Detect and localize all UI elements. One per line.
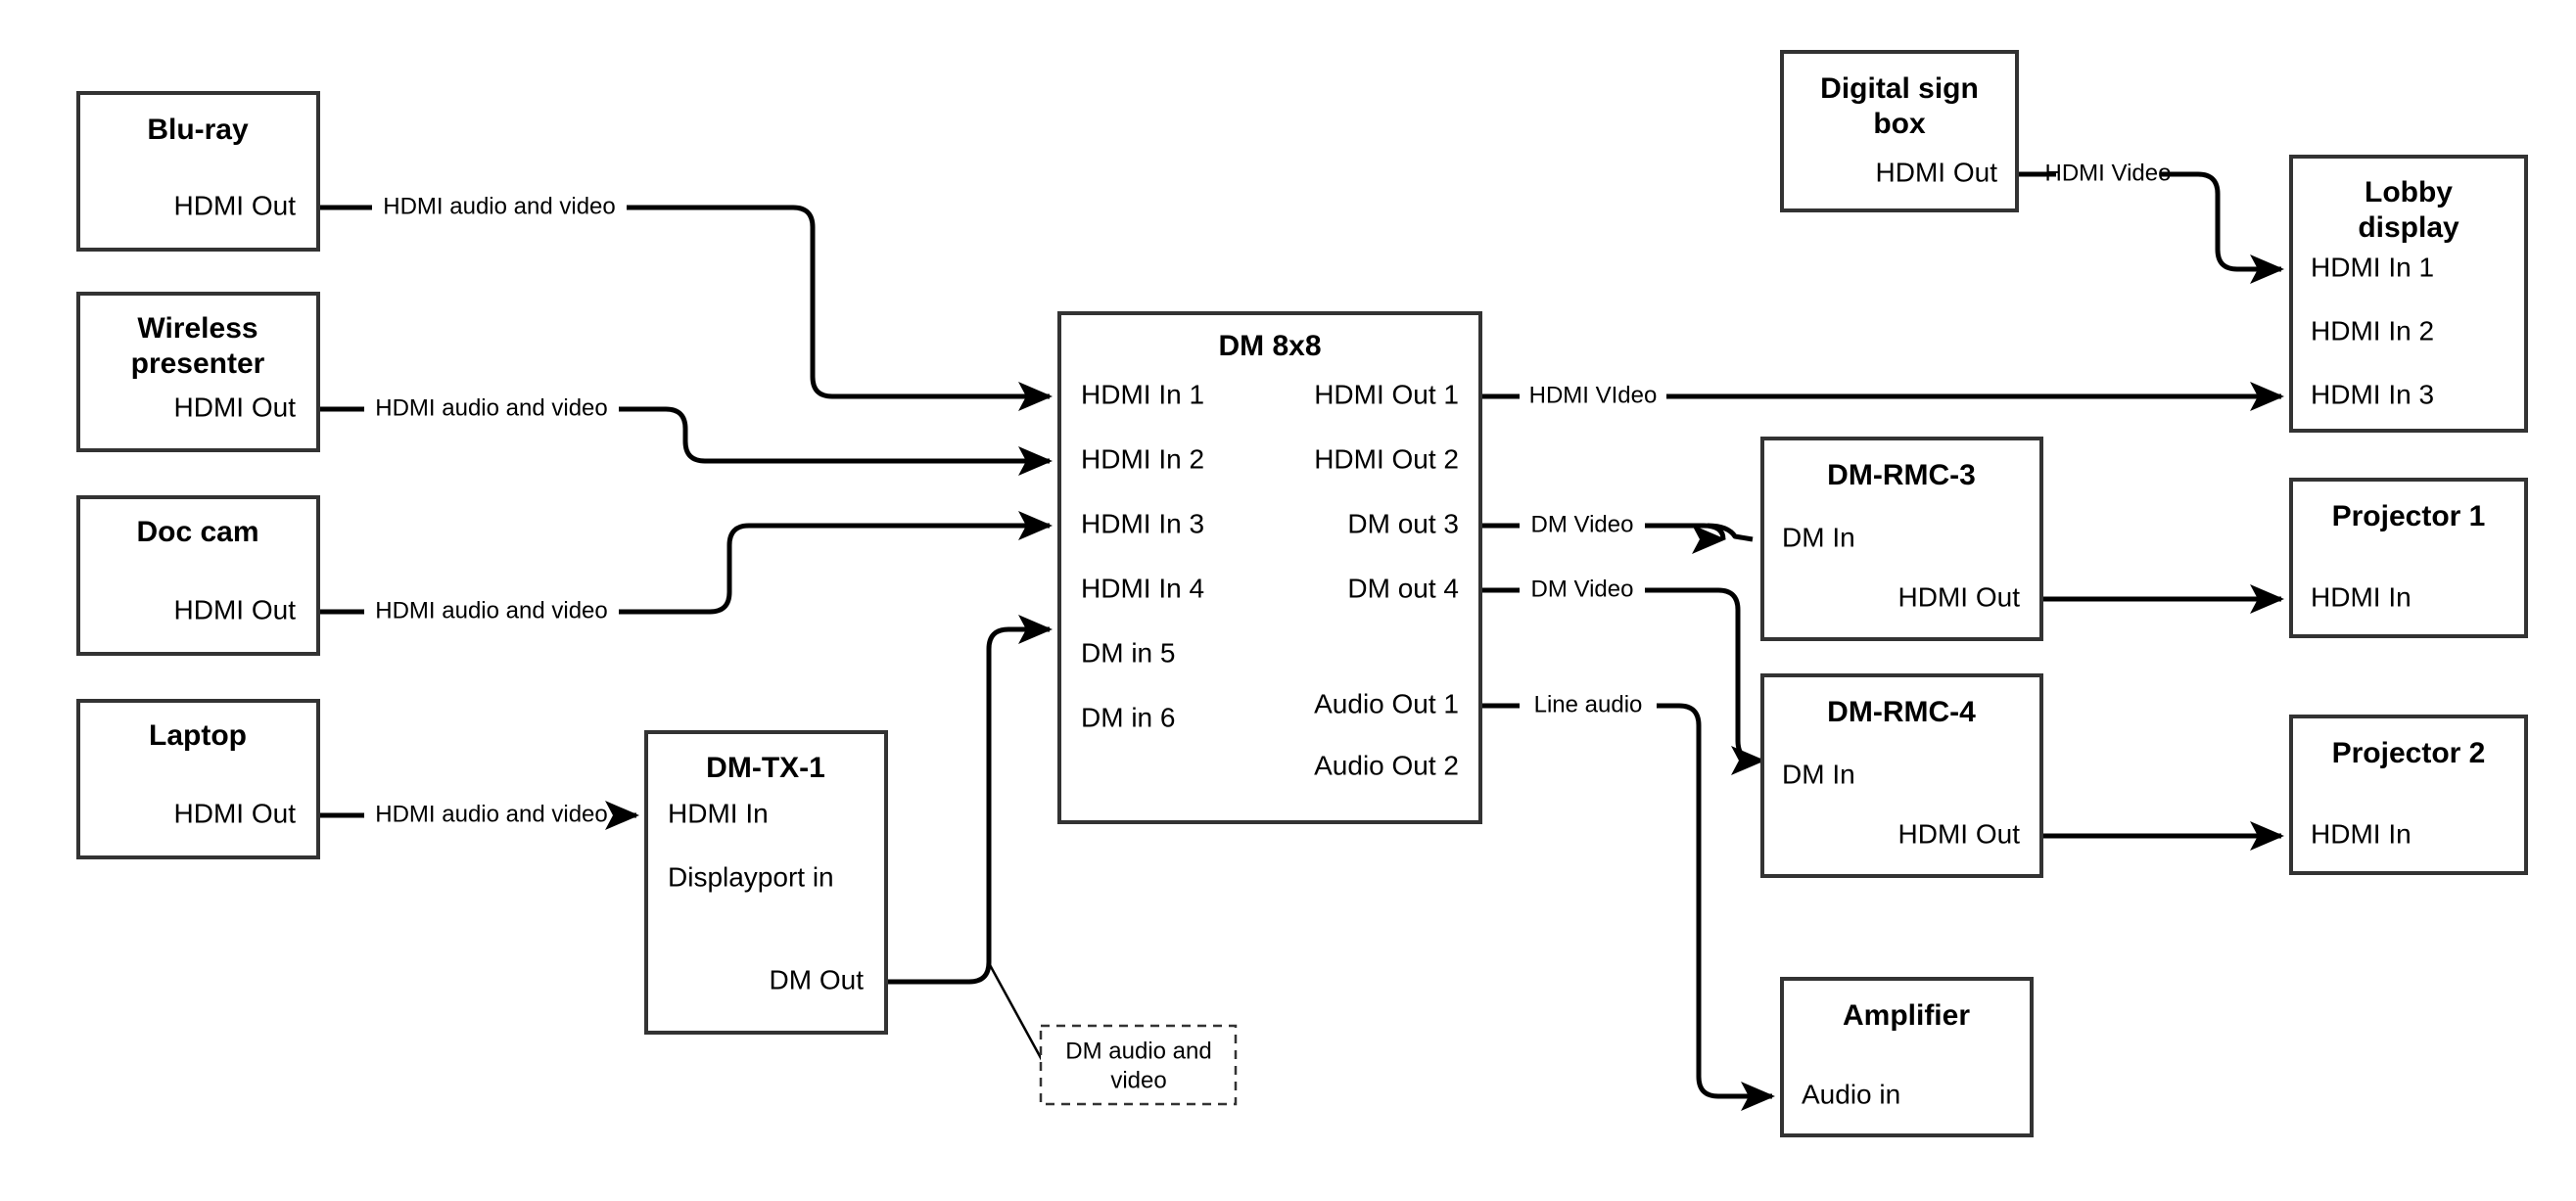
device-projector-2[interactable]: Projector 2 HDMI In: [2289, 715, 2528, 875]
wire-signbox-to-lobby: [2017, 171, 2281, 269]
device-lobby-display-title-line2: display: [2358, 211, 2459, 244]
port-dm-rmc-4-hdmi-out: HDMI Out: [1898, 818, 2021, 849]
port-dm-8x8-dm-out-3: DM out 3: [1347, 508, 1459, 538]
device-digital-sign-box-title-line2: box: [1873, 108, 1926, 140]
port-dm-8x8-hdmi-out-2: HDMI Out 2: [1314, 443, 1459, 474]
annotation-dm-audio-video-callout-line1: DM audio and: [1065, 1038, 1211, 1064]
device-bluray-box[interactable]: [76, 91, 320, 252]
device-dm-8x8[interactable]: DM 8x8 HDMI In 1 HDMI In 2 HDMI In 3 HDM…: [1057, 311, 1482, 824]
wire-dm8x8-out3-to-rmc3-tail: [1707, 523, 1754, 542]
port-dm-tx-1-dm-out: DM Out: [770, 964, 865, 994]
port-dm-8x8-hdmi-in-2: HDMI In 2: [1081, 443, 1204, 474]
port-bluray-hdmi-out: HDMI Out: [174, 190, 297, 220]
device-lobby-display-box[interactable]: [2289, 155, 2528, 433]
edge-label-wireless-to-dm8x8: HDMI audio and video: [375, 394, 607, 421]
port-projector-2-hdmi-in: HDMI In: [2311, 818, 2412, 849]
edge-label-signbox-to-lobby: HDMI Video: [2045, 160, 2172, 186]
device-doc-cam-box[interactable]: [76, 495, 320, 656]
device-dm-tx-1-title: DM-TX-1: [706, 752, 825, 784]
device-projector-1[interactable]: Projector 1 HDMI In: [2289, 478, 2528, 638]
edge-label-dm8x8-out4-to-rmc4: DM Video: [1531, 576, 1634, 602]
port-dm-8x8-hdmi-in-3: HDMI In 3: [1081, 508, 1204, 538]
device-laptop[interactable]: Laptop HDMI Out: [76, 699, 320, 859]
device-projector-1-box[interactable]: [2289, 478, 2528, 638]
port-dm-8x8-hdmi-in-1: HDMI In 1: [1081, 379, 1204, 409]
port-doc-cam-hdmi-out: HDMI Out: [174, 594, 297, 624]
annotation-dm-audio-video-callout: DM audio and video: [1039, 1024, 1238, 1106]
device-projector-1-title: Projector 1: [2332, 500, 2486, 532]
device-amplifier[interactable]: Amplifier Audio in: [1780, 977, 2034, 1137]
edge-label-laptop-to-dmtx1: HDMI audio and video: [375, 801, 607, 827]
device-dm-tx-1[interactable]: DM-TX-1 HDMI In Displayport in DM Out: [644, 730, 888, 1035]
device-projector-2-box[interactable]: [2289, 715, 2528, 875]
wire-dm8x8-audio1-to-amplifier: [1480, 703, 1772, 1096]
device-wireless-presenter-title-line1: Wireless: [137, 312, 258, 345]
device-laptop-title: Laptop: [149, 719, 247, 752]
port-digital-sign-box-hdmi-out: HDMI Out: [1876, 157, 1998, 187]
port-dm-8x8-dm-out-4: DM out 4: [1347, 573, 1459, 603]
device-digital-sign-box[interactable]: Digital sign box HDMI Out: [1780, 50, 2019, 212]
port-lobby-display-hdmi-in-2: HDMI In 2: [2311, 315, 2434, 346]
device-dm-rmc-3[interactable]: DM-RMC-3 DM In HDMI Out: [1760, 437, 2043, 641]
wire-doccam-to-dm8x8: [318, 526, 1050, 615]
device-doc-cam[interactable]: Doc cam HDMI Out: [76, 495, 320, 656]
device-dm-rmc-3-title: DM-RMC-3: [1827, 459, 1976, 491]
port-amplifier-audio-in: Audio in: [1802, 1079, 1900, 1109]
port-dm-rmc-4-dm-in: DM In: [1782, 759, 1855, 789]
device-amplifier-title: Amplifier: [1843, 999, 1970, 1032]
device-dm-8x8-box[interactable]: [1057, 311, 1482, 824]
device-digital-sign-box-box[interactable]: [1780, 50, 2019, 212]
port-dm-8x8-dm-in-6: DM in 6: [1081, 702, 1175, 732]
port-lobby-display-hdmi-in-1: HDMI In 1: [2311, 252, 2434, 282]
device-digital-sign-box-title-line1: Digital sign: [1820, 72, 1979, 105]
port-laptop-hdmi-out: HDMI Out: [174, 798, 297, 828]
device-dm-8x8-title: DM 8x8: [1218, 330, 1321, 362]
device-dm-rmc-3-box[interactable]: [1760, 437, 2043, 641]
device-dm-rmc-4[interactable]: DM-RMC-4 DM In HDMI Out: [1760, 673, 2043, 878]
port-dm-8x8-dm-in-5: DM in 5: [1081, 637, 1175, 668]
device-wireless-presenter-title-line2: presenter: [131, 347, 265, 380]
device-lobby-display-title-line1: Lobby: [2365, 176, 2453, 208]
wire-dmtx1-to-dm8x8: [886, 615, 1053, 985]
port-projector-1-hdmi-in: HDMI In: [2311, 581, 2412, 612]
wire-dm8x8-out4-to-rmc4: [1480, 587, 1762, 761]
device-wireless-presenter-box[interactable]: [76, 292, 320, 452]
port-lobby-display-hdmi-in-3: HDMI In 3: [2311, 379, 2434, 409]
device-wireless-presenter[interactable]: Wireless presenter HDMI Out: [76, 292, 320, 452]
device-dm-rmc-4-title: DM-RMC-4: [1827, 696, 1976, 728]
port-dm-8x8-audio-out-2: Audio Out 2: [1314, 750, 1459, 780]
annotation-dm-audio-video-callout-line2: video: [1110, 1067, 1166, 1093]
edge-label-dm8x8-audio1-to-amplifier: Line audio: [1534, 691, 1643, 717]
port-wireless-presenter-hdmi-out: HDMI Out: [174, 392, 297, 422]
port-dm-8x8-hdmi-out-1: HDMI Out 1: [1314, 379, 1459, 409]
device-lobby-display[interactable]: Lobby display HDMI In 1 HDMI In 2 HDMI I…: [2289, 155, 2528, 433]
device-projector-2-title: Projector 2: [2332, 737, 2486, 769]
edge-label-bluray-to-dm8x8: HDMI audio and video: [383, 193, 615, 219]
port-dm-tx-1-hdmi-in: HDMI In: [668, 798, 769, 828]
device-bluray[interactable]: Blu-ray HDMI Out: [76, 91, 320, 252]
wire-wireless-to-dm8x8: [318, 406, 1050, 461]
device-dm-tx-1-box[interactable]: [644, 730, 888, 1035]
device-doc-cam-title: Doc cam: [136, 516, 258, 548]
annotation-dm-audio-video-callout-box: [1039, 1024, 1238, 1106]
port-dm-8x8-audio-out-1: Audio Out 1: [1314, 688, 1459, 718]
callout-leader-line: [987, 962, 1048, 1068]
device-bluray-title: Blu-ray: [147, 114, 249, 146]
device-dm-rmc-4-box[interactable]: [1760, 673, 2043, 878]
port-dm-rmc-3-hdmi-out: HDMI Out: [1898, 581, 2021, 612]
edge-label-doccam-to-dm8x8: HDMI audio and video: [375, 597, 607, 624]
edge-label-dm8x8-out3-to-rmc3: DM Video: [1531, 511, 1634, 537]
port-dm-tx-1-displayport-in: Displayport in: [668, 861, 834, 892]
wire-bluray-to-dm8x8: [318, 205, 1050, 396]
port-dm-rmc-3-dm-in: DM In: [1782, 522, 1855, 552]
device-laptop-box[interactable]: [76, 699, 320, 859]
device-amplifier-box[interactable]: [1780, 977, 2034, 1137]
edge-label-dm8x8-out1-to-lobby: HDMI VIdeo: [1529, 382, 1658, 408]
port-dm-8x8-hdmi-in-4: HDMI In 4: [1081, 573, 1204, 603]
